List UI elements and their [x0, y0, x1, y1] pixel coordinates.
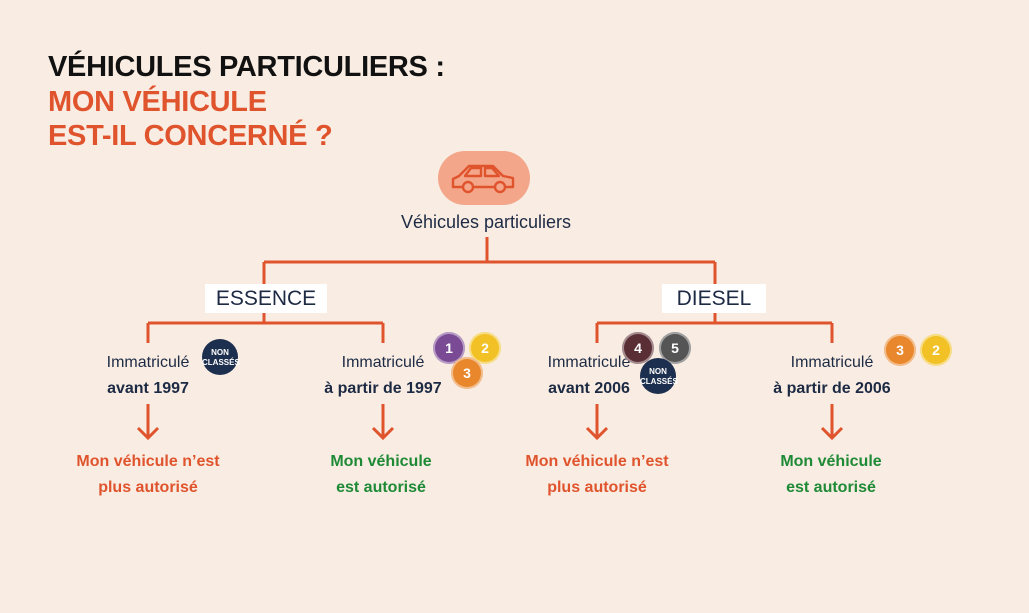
badge-non-classes: NON CLASSÉS: [202, 339, 240, 375]
result-line-2: est autorisé: [786, 479, 876, 496]
category-diesel: DIESEL: [662, 284, 766, 313]
result-line-2: plus autorisé: [547, 479, 647, 496]
critair-2-badge: 2: [920, 334, 952, 366]
result-line-1: Mon véhicule n’est: [76, 453, 220, 470]
result-allowed: Mon véhicule est autorisé: [736, 449, 926, 501]
page-title-line-2: MON VÉHICULE: [48, 86, 267, 118]
badge-text: CLASSÉS: [202, 358, 240, 367]
root-label: Véhicules particuliers: [400, 212, 572, 232]
critair-4-badge: 4: [622, 332, 654, 364]
condition-line-2: avant 1997: [107, 380, 189, 397]
page-title-line-3: EST-IL CONCERNÉ ?: [48, 120, 333, 152]
result-not-allowed: Mon véhicule n’est plus autorisé: [53, 449, 243, 501]
result-line-1: Mon véhicule n’est: [525, 453, 669, 470]
condition-line-2: avant 2006: [548, 380, 630, 397]
result-line-1: Mon véhicule: [330, 453, 432, 470]
arrow-3: [585, 404, 609, 441]
condition-essence-from-1997: Immatriculé à partir de 1997: [298, 350, 468, 402]
condition-diesel-before-2006: Immatriculé avant 2006: [504, 350, 674, 402]
critair-3-badge: 3: [451, 357, 483, 389]
condition-essence-before-1997: Immatriculé avant 1997: [63, 350, 233, 402]
category-essence: ESSENCE: [205, 284, 327, 313]
arrow-2: [371, 404, 395, 441]
condition-line-1: Immatriculé: [547, 354, 631, 371]
page-title-line-1: VÉHICULES PARTICULIERS :: [48, 51, 445, 83]
badge-text: CLASSÉS: [640, 377, 678, 386]
arrow-4: [820, 404, 844, 441]
result-line-2: est autorisé: [336, 479, 426, 496]
condition-line-1: Immatriculé: [790, 354, 874, 371]
car-icon: [451, 164, 515, 194]
result-line-2: plus autorisé: [98, 479, 198, 496]
badge-text: NON: [649, 367, 667, 376]
result-line-1: Mon véhicule: [780, 453, 882, 470]
condition-line-2: à partir de 2006: [773, 380, 891, 397]
result-allowed: Mon véhicule est autorisé: [286, 449, 476, 501]
result-not-allowed: Mon véhicule n’est plus autorisé: [502, 449, 692, 501]
condition-line-2: à partir de 1997: [324, 380, 442, 397]
badge-text: NON: [211, 348, 229, 357]
badge-non-classes: NON CLASSÉS: [640, 358, 678, 394]
arrow-1: [136, 404, 160, 441]
condition-diesel-from-2006: Immatriculé à partir de 2006: [747, 350, 917, 402]
car-icon-pill: [438, 151, 530, 205]
condition-line-1: Immatriculé: [341, 354, 425, 371]
critair-3-badge: 3: [884, 334, 916, 366]
condition-line-1: Immatriculé: [106, 354, 190, 371]
